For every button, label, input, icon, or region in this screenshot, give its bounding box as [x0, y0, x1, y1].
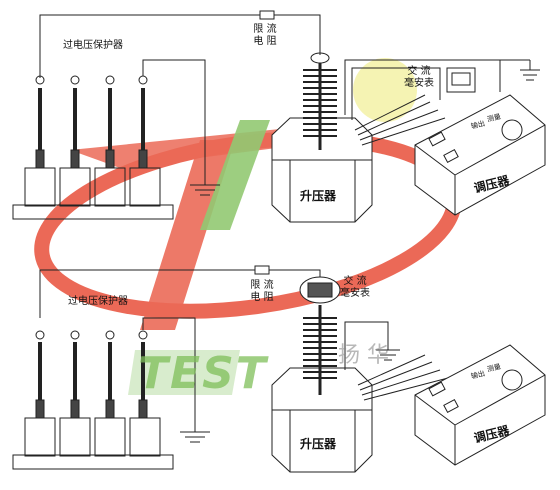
- meter-box-top: [446, 67, 476, 93]
- watermark-brand-text: 扬 华: [338, 343, 389, 368]
- regulator-bottom: [414, 344, 546, 466]
- step-up-label-top: 升压器: [300, 189, 337, 203]
- watermark-logo: [34, 120, 462, 395]
- step-up-label-bottom: 升压器: [300, 437, 337, 451]
- regulator-top: [414, 94, 546, 216]
- protector-unit-bottom: [12, 317, 210, 470]
- step-up-transformer-top: [271, 52, 373, 223]
- meter-label-bottom: 交 流 毫安表: [340, 276, 370, 299]
- limiter-resistor-label-top: 限 流 电 阻: [253, 24, 277, 47]
- protector-unit-top: [12, 59, 220, 220]
- protector-label-top: 过电压保护器: [63, 40, 123, 51]
- watermark-test-text: TEST: [138, 348, 268, 399]
- highlight-circle: [353, 58, 417, 122]
- limiter-resistor-label-bottom: 限 流 电 阻: [250, 280, 274, 303]
- meter-label-top: 交 流 毫安表: [404, 66, 434, 89]
- protector-label-bottom: 过电压保护器: [68, 296, 128, 307]
- step-up-transformer-bottom: [271, 276, 373, 473]
